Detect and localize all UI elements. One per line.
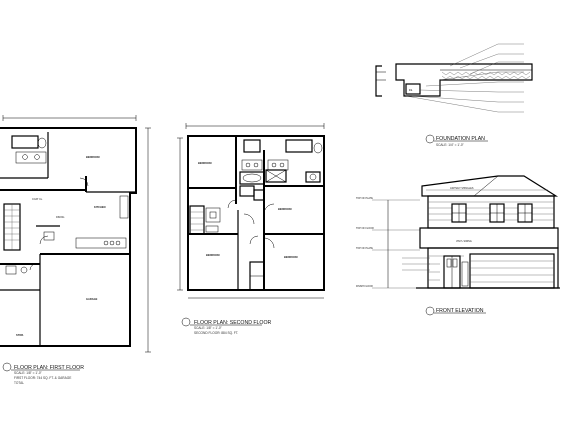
second-floor-title: FLOOR PLAN: SECOND FLOOR [194,320,272,326]
first-floor-title: FLOOR PLAN: FIRST FLOOR [14,365,84,371]
svg-text:COAT CL.: COAT CL. [32,198,43,201]
svg-text:BEDROOM: BEDROOM [206,253,220,257]
level-top-of-plate-lower: TOP OF PLATE [356,247,373,250]
svg-text:BEDROOM: BEDROOM [284,255,298,259]
first-floor-scale: SCALE: 1/8" = 1'-0" [14,371,42,375]
svg-text:BEDROOM: BEDROOM [278,207,292,211]
level-top-of-floor-upper: TOP OF FLOOR [356,227,374,230]
second-floor-plan: BEDROOM BEDROOM BEDROOM BEDROOM FLOOR PL… [177,123,325,335]
svg-text:STOR.: STOR. [16,333,24,337]
shingles-label: ASPHALT SHINGLES [450,187,474,190]
second-floor-note: SECOND FLOOR: 884 SQ. FT. [194,331,238,335]
level-finish-floor: FINISH FLOOR [356,285,373,288]
svg-text:GARAGE: GARAGE [86,297,98,301]
svg-text:BEDROOM: BEDROOM [86,155,100,159]
svg-text:BEDROOM: BEDROOM [198,161,212,165]
front-elevation: TOP OF PLATE TOP OF FLOOR TOP OF PLATE F… [356,175,560,316]
first-floor-note: FIRST FLOOR: 744 SQ. FT. & GARAGE [14,376,71,380]
foundation-plan: CL FOUNDATION PLAN SCALE: 1/4" = 1'-0" [375,43,533,147]
foundation-scale: SCALE: 1/4" = 1'-0" [436,143,464,147]
svg-text:CL: CL [409,88,413,92]
svg-text:DINING: DINING [56,216,65,219]
svg-text:KITCHEN: KITCHEN [94,205,106,209]
second-floor-scale: SCALE: 1/8" = 1'-0" [194,326,222,330]
foundation-title: FOUNDATION PLAN [436,136,485,142]
front-elevation-title: FRONT ELEVATION [436,308,484,314]
level-top-of-plate-upper: TOP OF PLATE [356,197,373,200]
first-floor-plan: BEDROOM COAT CL. KITCHEN DINING GA [0,115,151,385]
first-floor-note2: TOTAL [14,381,24,385]
siding-label: VINYL SIDING [456,240,472,243]
